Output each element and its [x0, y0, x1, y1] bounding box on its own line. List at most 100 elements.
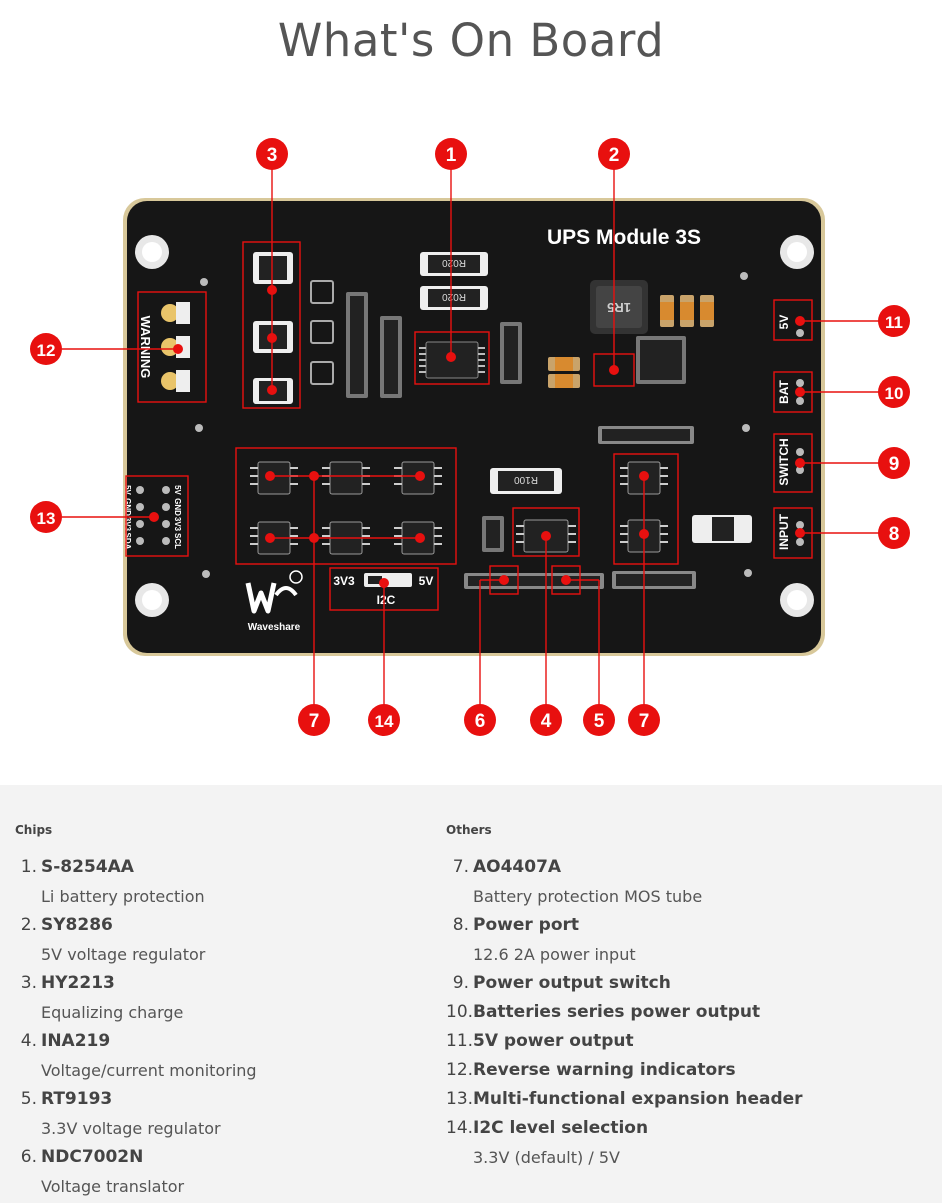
callout-badge: 4: [530, 704, 562, 736]
chips-heading: Chips: [15, 823, 53, 837]
list-item-description: 3.3V voltage regulator: [41, 1119, 221, 1138]
list-item-description: Equalizing charge: [41, 1003, 184, 1022]
callout-badge: 10: [878, 376, 910, 408]
vias: [195, 272, 752, 578]
header-pin-label: 5V: [123, 485, 132, 495]
svg-text:1R5: 1R5: [607, 300, 631, 315]
sot-chips: [310, 280, 334, 385]
list-item-number: 8.: [452, 915, 469, 935]
list-item-description: Voltage/current monitoring: [41, 1061, 257, 1080]
input-diode: [692, 515, 752, 543]
callout-badge: 12: [30, 333, 62, 365]
mounting-hole: [135, 235, 169, 269]
list-item-number: 6.: [20, 1147, 37, 1167]
list-item-name: RT9193: [41, 1089, 113, 1109]
svg-text:R100: R100: [514, 474, 538, 485]
header-pin-labels-right: 5V GND 3V3 SCL: [173, 485, 182, 549]
header-pin-label: SCL: [173, 533, 182, 549]
callout-badge: 7: [298, 704, 330, 736]
list-item: 5.RT9193 3.3V voltage regulator: [15, 1085, 257, 1143]
callout-badge: 9: [878, 447, 910, 479]
capacitor-group: [660, 295, 714, 327]
resistor-r020: R020: [420, 286, 488, 310]
list-item: 9.Power output switch: [446, 969, 803, 998]
callout-dots: [149, 285, 805, 588]
mounting-hole: [780, 583, 814, 617]
hy2213-chips: [253, 252, 293, 404]
list-item-description: 5V voltage regulator: [41, 945, 206, 964]
list-item-name: NDC7002N: [41, 1147, 144, 1167]
list-item-name: Batteries series power output: [473, 1002, 761, 1022]
list-item-name: Multi-functional expansion header: [473, 1089, 803, 1109]
svg-text:12: 12: [37, 341, 56, 360]
svg-text:10: 10: [885, 384, 904, 403]
svg-text:2: 2: [609, 145, 620, 166]
list-item-description: Voltage translator: [41, 1177, 185, 1196]
header-pin-label: SDA: [123, 533, 132, 550]
board-diagram: UPS Module 3S R020 R020 1R5: [30, 138, 910, 736]
list-item-number: 14.: [446, 1118, 474, 1138]
list-item-name: AO4407A: [473, 857, 562, 877]
callout-badge: 14: [368, 704, 400, 736]
board-label: UPS Module 3S: [547, 226, 701, 249]
list-item-name: Power output switch: [473, 973, 671, 993]
i2c-label: I2C: [377, 593, 396, 607]
list-item-number: 10.: [446, 1002, 474, 1022]
list-item-name: Power port: [473, 915, 580, 935]
list-item-name: I2C level selection: [473, 1118, 649, 1138]
header-pin-label: 5V: [173, 485, 182, 495]
svg-text:5: 5: [594, 711, 605, 732]
inductor-1r5: 1R5: [590, 280, 648, 334]
list-item-number: 1.: [20, 857, 37, 877]
list-item-description: Battery protection MOS tube: [473, 887, 703, 906]
svg-text:13: 13: [37, 509, 56, 528]
list-item-number: 13.: [446, 1089, 474, 1109]
list-item-description: 3.3V (default) / 5V: [473, 1148, 620, 1167]
svg-text:3: 3: [267, 145, 278, 166]
resistor-r020: R020: [420, 252, 488, 276]
callout-badge: 3: [256, 138, 288, 170]
svg-text:9: 9: [889, 454, 900, 475]
list-item: 6.NDC7002N Voltage translator: [15, 1143, 257, 1201]
port-5v-label: 5V: [777, 315, 791, 330]
callout-badge: 11: [878, 305, 910, 337]
warning-label: WARNING: [138, 316, 153, 379]
list-item: 11.5V power output: [446, 1027, 803, 1056]
list-item-name: Reverse warning indicators: [473, 1060, 736, 1080]
port-input-label: INPUT: [777, 513, 791, 550]
list-item: 2.SY8286 5V voltage regulator: [15, 911, 257, 969]
port-pins: [796, 317, 804, 546]
list-item: 12.Reverse warning indicators: [446, 1056, 803, 1085]
svg-text:7: 7: [639, 711, 650, 732]
list-item-description: 12.6 2A power input: [473, 945, 636, 964]
port-switch-label: SWITCH: [777, 438, 791, 485]
svg-text:14: 14: [375, 712, 394, 731]
callout-badge: 6: [464, 704, 496, 736]
list-item-number: 5.: [20, 1089, 37, 1109]
expansion-header-pins: [136, 486, 170, 545]
mounting-hole: [780, 235, 814, 269]
svg-text:R020: R020: [442, 257, 466, 268]
list-item-number: 7.: [452, 857, 469, 877]
callout-badge: 1: [435, 138, 467, 170]
mounting-hole: [135, 583, 169, 617]
svg-text:8: 8: [889, 524, 900, 545]
list-item-name: SY8286: [41, 915, 113, 935]
capacitor-group: [548, 357, 580, 388]
ups-board: UPS Module 3S R020 R020 1R5: [123, 198, 825, 656]
list-item-number: 12.: [446, 1060, 474, 1080]
list-item: 10.Batteries series power output: [446, 998, 803, 1027]
svg-text:6: 6: [475, 711, 486, 732]
i2c-left-label: 3V3: [333, 574, 355, 588]
list-item-number: 2.: [20, 915, 37, 935]
callout-badge: 2: [598, 138, 630, 170]
list-item-name: INA219: [41, 1031, 111, 1051]
list-item: 14.I2C level selection 3.3V (default) / 5…: [446, 1114, 803, 1172]
header-pin-label: 3V3: [173, 517, 182, 532]
list-item-description: Li battery protection: [41, 887, 205, 906]
